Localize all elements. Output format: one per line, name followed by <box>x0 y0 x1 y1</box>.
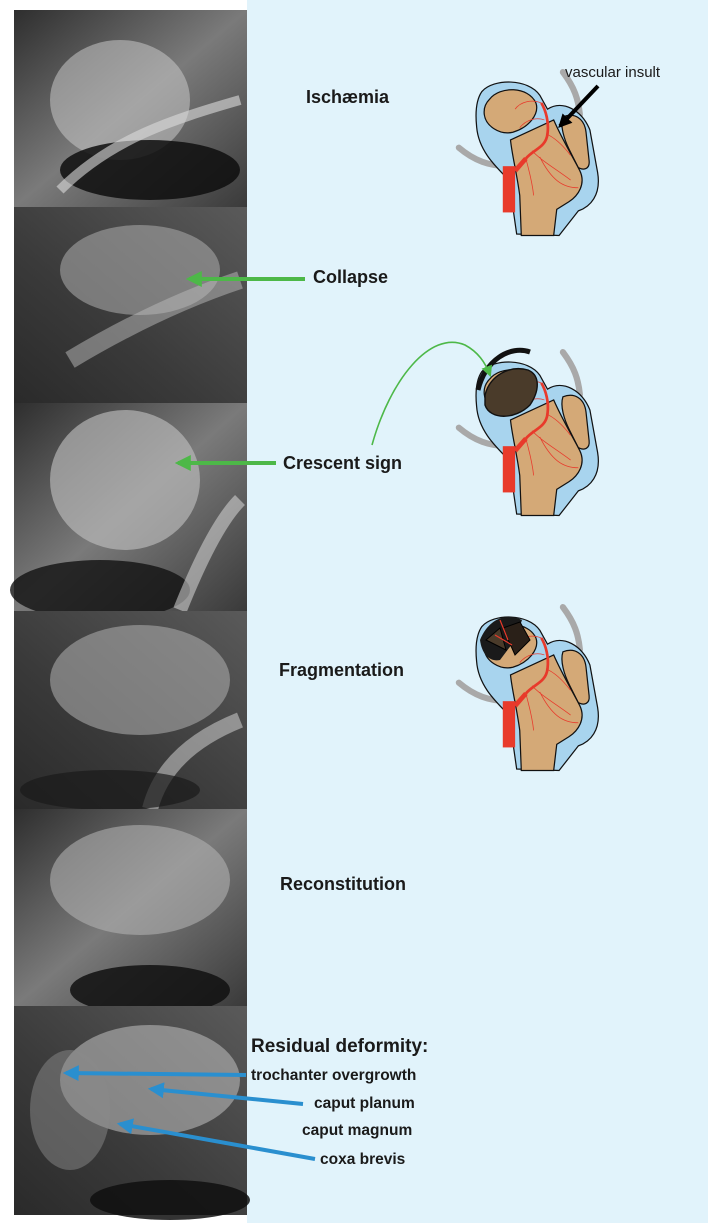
stage-label-reconstitution: Reconstitution <box>280 874 406 894</box>
xray-column <box>10 10 250 1220</box>
arrow-trochanter-overgrowth <box>66 1073 246 1075</box>
stage-label-crescent-sign: Crescent sign <box>283 453 402 473</box>
stage-label-ischaemia: Ischæmia <box>306 87 390 107</box>
stage-label-collapse: Collapse <box>313 267 388 287</box>
vascular-insult-label: vascular insult <box>565 64 661 81</box>
stage-label-fragmentation: Fragmentation <box>279 660 404 680</box>
deformity-caput-planum: caput planum <box>314 1095 415 1112</box>
deformity-caput-magnum: caput magnum <box>302 1122 412 1139</box>
deformity-coxa-brevis: coxa brevis <box>320 1151 405 1168</box>
deformity-trochanter-overgrowth: trochanter overgrowth <box>251 1067 416 1084</box>
stage-label-residual-deformity: Residual deformity: <box>251 1036 428 1057</box>
